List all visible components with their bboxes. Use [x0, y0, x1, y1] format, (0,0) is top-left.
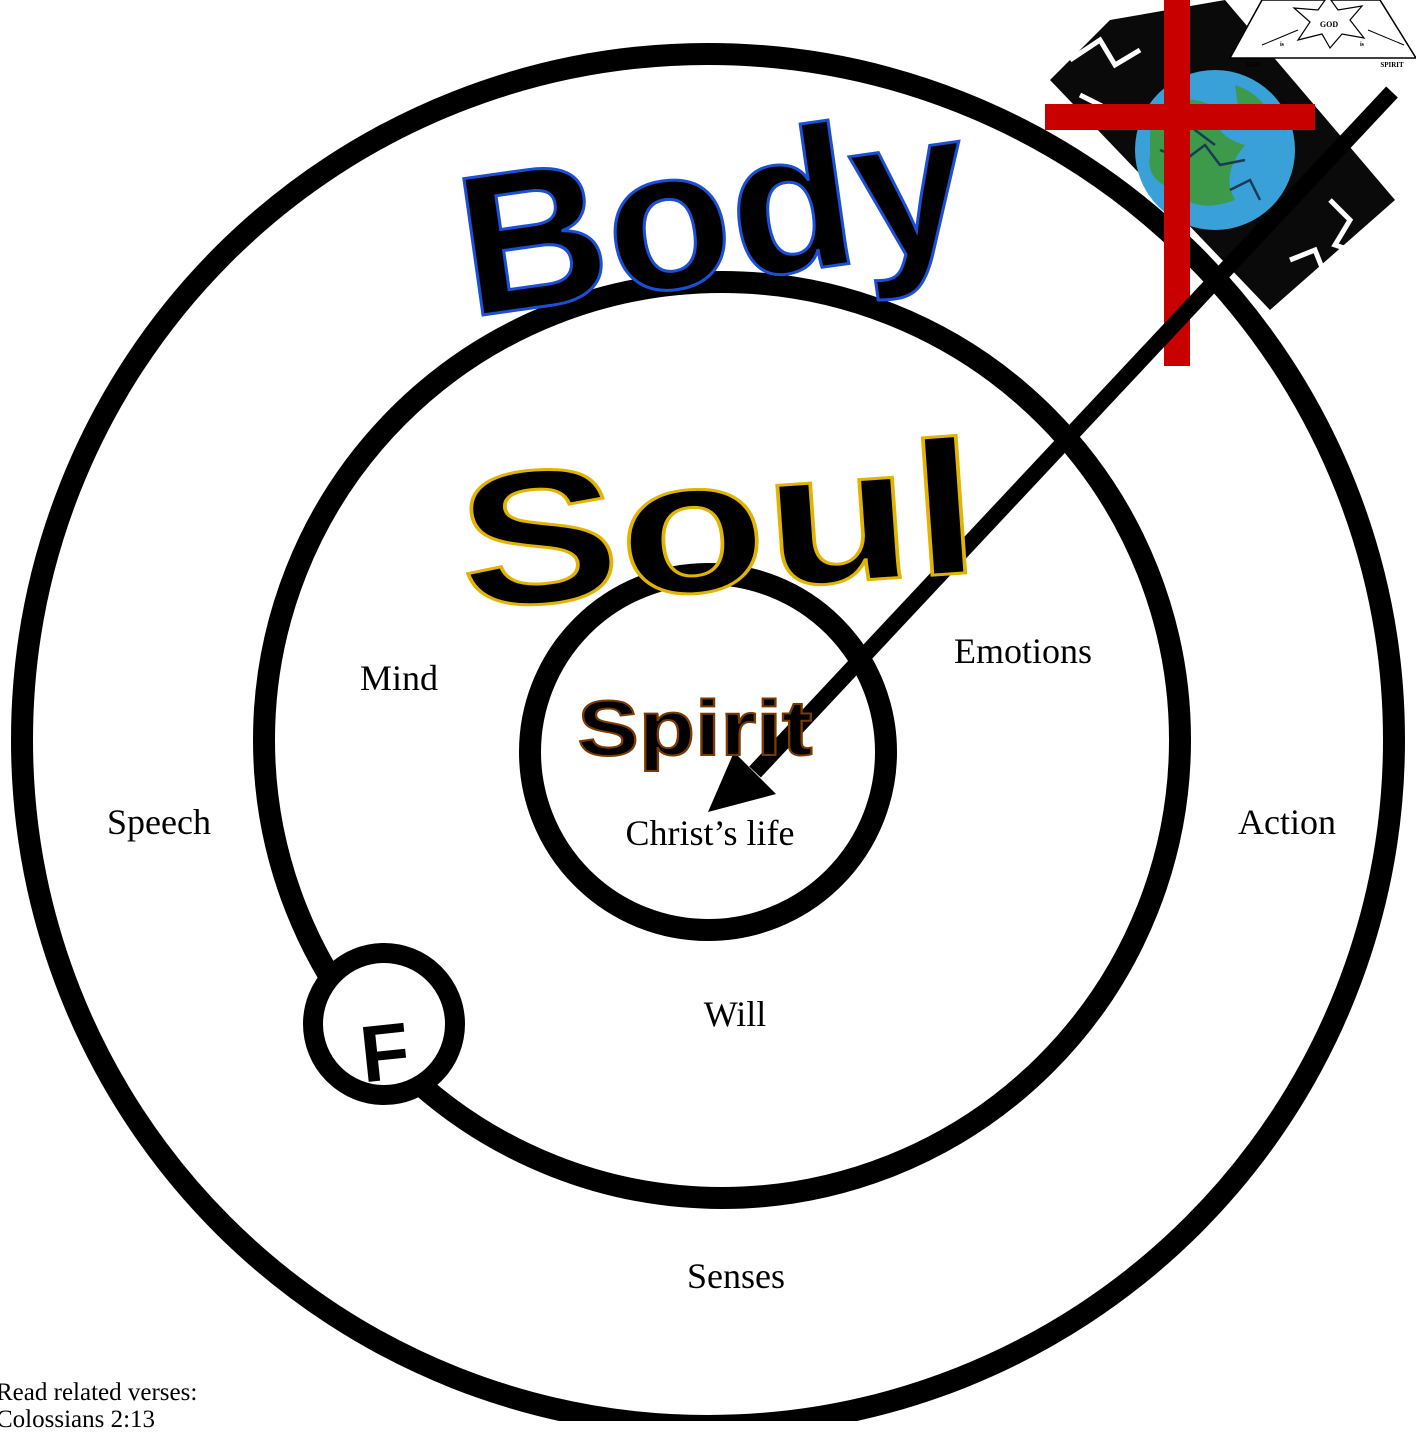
related-verse-reference[interactable]: Colossians 2:13	[0, 1405, 155, 1435]
trinity-son-label: SON	[1246, 61, 1260, 69]
emotions-label: Emotions	[954, 631, 1092, 671]
mind-label: Mind	[360, 658, 438, 698]
trinity-diagram-icon: GOD SON SPIRIT is is	[1230, 0, 1416, 69]
action-label: Action	[1238, 802, 1336, 842]
f-marker-label: F	[356, 1006, 414, 1100]
f-marker: F	[313, 953, 455, 1099]
trinity-is-left: is	[1280, 42, 1285, 48]
soul-title: Soul	[452, 401, 986, 649]
speech-label: Speech	[107, 802, 211, 842]
senses-label: Senses	[687, 1256, 785, 1296]
related-verses-heading: Read related verses:	[0, 1378, 197, 1408]
will-label: Will	[704, 994, 767, 1034]
trinity-is-right: is	[1360, 42, 1365, 48]
trinity-spirit-label: SPIRIT	[1380, 61, 1404, 69]
trinity-god-label: GOD	[1320, 20, 1338, 29]
spirit-title: Spirit	[578, 684, 813, 772]
christs-life-label: Christ’s life	[626, 813, 795, 853]
